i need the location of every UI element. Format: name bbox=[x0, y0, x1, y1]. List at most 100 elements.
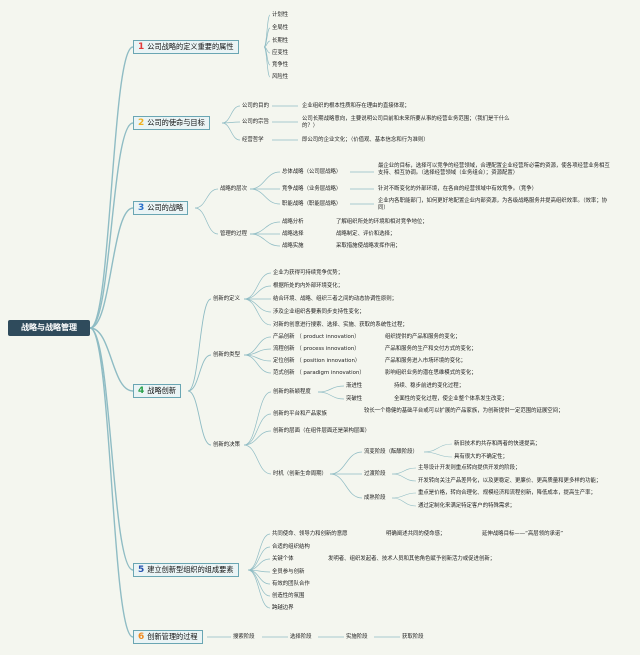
b2-item-1-label: 公司的目的 bbox=[242, 103, 269, 109]
branch-3-number: 3 bbox=[138, 203, 145, 213]
b4-s3-link-1 bbox=[391, 492, 417, 499]
b3-level-3-label: 职能战略（职能层战略） bbox=[282, 201, 342, 207]
b3-level-3-desc: 企业内各职能部门，如何更好地配置企业内部资源，为各级战略服务并提高组织效率。（效… bbox=[378, 198, 608, 211]
b5-item-3-desc: 发明者、组织发起者、技术人员和其他角色赋予创新活力或促进创新； bbox=[328, 556, 496, 562]
b4-type-3-label: 定位创新 （ position innovation） bbox=[273, 358, 361, 364]
b1-attr-3: 长期性 bbox=[272, 38, 289, 44]
b5-item-3-label: 关键个体 bbox=[272, 556, 294, 562]
root-to-branch-2 bbox=[89, 122, 134, 329]
b2-item-1-desc: 企业组织的根本性质和存在理由的直接体现； bbox=[302, 103, 410, 109]
b4-def-link bbox=[187, 298, 212, 392]
branch-4-label: 战略创新 bbox=[147, 386, 177, 395]
b4-dec-link bbox=[187, 390, 212, 446]
b1-link-1 bbox=[263, 14, 271, 48]
b4-type-2-label: 流程创新 （ process innovation） bbox=[273, 346, 360, 352]
b3-proc-2-desc: 战略制定、评价和选择； bbox=[336, 231, 396, 237]
b4-dec-item-link-3 bbox=[243, 430, 272, 446]
b5-item-5-label: 有效的团队合作 bbox=[272, 581, 310, 587]
branch-1-label: 公司战略的定义重要的属性 bbox=[147, 42, 234, 51]
b3-proc-link-3 bbox=[249, 233, 281, 247]
b5-item-1-label: 共同使命、领导力和创新的意愿 bbox=[272, 531, 348, 537]
b4-stage-2-item-1: 主导设计开发则重点转向提供开发的阶段； bbox=[418, 465, 521, 471]
b3-levels-link bbox=[194, 188, 219, 209]
b5-item-6-label: 创造性的氛围 bbox=[272, 593, 305, 599]
b4-def-item-link-5 bbox=[243, 298, 272, 326]
b4-type-item-link-4 bbox=[243, 354, 272, 374]
b4-type-link bbox=[187, 354, 212, 392]
b4-timing-label: 时机（创新生命周期） bbox=[273, 471, 327, 477]
b4-platform-label: 创新的平台和产品家族 bbox=[273, 411, 327, 417]
b5-item-2-label: 合适的组织结构 bbox=[272, 544, 310, 550]
b2-item-2-desc: 公司长期战略意向，主要说明公司目前和未来所要从事的经营业务范围；（我们是干什么的… bbox=[302, 116, 510, 129]
b5-item-4-label: 全员参与创新 bbox=[272, 569, 305, 575]
b5-link-1 bbox=[247, 533, 271, 571]
b4-dec-label: 创新的决策 bbox=[213, 442, 240, 448]
b2-link-1 bbox=[221, 105, 241, 124]
branch-5-number: 5 bbox=[138, 565, 145, 575]
b6-step-1: 搜索阶段 bbox=[233, 634, 255, 640]
b4-stage-3-label: 成熟阶段 bbox=[364, 495, 386, 501]
b3-level-2-label: 竞争战略（业务层战略） bbox=[282, 186, 342, 192]
b3-level-1-desc: 最企业的目标，选择可以竞争的经营领域，合理配置企业经营所必需的资源，使各项经营业… bbox=[378, 163, 610, 176]
branch-2-label: 公司的使命与目标 bbox=[147, 118, 205, 127]
b5-link-2 bbox=[247, 546, 271, 571]
b4-dec-item-link-4 bbox=[243, 444, 272, 475]
b4-stage-link-1 bbox=[329, 451, 363, 475]
b4-layer-label: 创新的层面（在组件层面还是架构层面） bbox=[273, 428, 371, 434]
b4-type-1-desc: 组织提供的产品和服务的变化； bbox=[385, 334, 461, 340]
b3-levels-label: 战略的层次 bbox=[220, 186, 247, 192]
b4-stage-1-label: 流变阶段（酝酿阶段） bbox=[364, 449, 418, 455]
b1-attr-4: 应变性 bbox=[272, 50, 289, 56]
b4-nov-1-desc: 持续、稳步前进的变化过程； bbox=[394, 383, 465, 389]
b4-type-1-label: 产品创新 （ product innovation） bbox=[273, 334, 360, 340]
b4-type-label: 创新的类型 bbox=[213, 352, 240, 358]
b4-stage-link-3 bbox=[329, 473, 363, 499]
b1-link-6 bbox=[263, 46, 271, 78]
b4-stage-1-item-1: 新旧技术的共存和两者的快速提高； bbox=[454, 441, 541, 447]
b4-stage-3-item-2: 通过定制化来满足特定客户的特殊需求； bbox=[418, 503, 516, 509]
root-node[interactable]: 战略与战略管理 bbox=[8, 320, 90, 336]
b2-item-3-desc: 即公司的企业文化；（价值观、基本信念和行为准则） bbox=[302, 137, 429, 143]
b5-link-7 bbox=[247, 569, 271, 609]
b4-type-3-desc: 产品和服务进入市场环境的变化； bbox=[385, 358, 466, 364]
b4-stage-2-label: 过渡阶段 bbox=[364, 471, 386, 477]
b3-level-1-label: 总体战略（公司层战略） bbox=[282, 169, 342, 175]
b4-s1-link-1 bbox=[423, 443, 453, 453]
b3-proc-3-desc: 采取措施使战略发挥作用； bbox=[336, 243, 401, 249]
root-to-branch-3 bbox=[89, 207, 134, 329]
b1-attr-5: 竞争性 bbox=[272, 62, 289, 68]
b4-stage-3-item-1: 重点是价格，转向合理化、规模经济和流程创新，降低成本，提高生产率； bbox=[418, 490, 596, 496]
b1-attr-1: 计划性 bbox=[272, 12, 289, 18]
b3-level-link-1 bbox=[249, 171, 281, 190]
b4-nov-link-1 bbox=[317, 385, 345, 393]
branch-5-label: 建立创新型组织的组成要素 bbox=[147, 565, 234, 574]
b5-link-6 bbox=[247, 569, 271, 597]
b4-nov-link-2 bbox=[317, 391, 345, 400]
b3-process-label: 管理的过程 bbox=[220, 231, 247, 237]
branch-4-number: 4 bbox=[138, 386, 145, 396]
b4-s3-link-2 bbox=[391, 497, 417, 507]
b3-proc-1-desc: 了解组织所处的环境和相对竞争地位； bbox=[336, 219, 428, 225]
b4-nov-1-label: 渐进性 bbox=[346, 383, 363, 389]
b3-proc-3-label: 战略实施 bbox=[282, 243, 304, 249]
root-to-branch-6 bbox=[89, 327, 134, 638]
b4-def-5: 对新的创意进行搜索、选择、实施、获取的系统性过程； bbox=[273, 322, 408, 328]
b4-s2-link-1 bbox=[391, 467, 417, 475]
b4-def-3: 结合环境、战略、组织三者之间的动态协调性原则； bbox=[273, 296, 397, 302]
branch-2-number: 2 bbox=[138, 118, 145, 128]
b2-item-3-label: 经营哲学 bbox=[242, 137, 264, 143]
b5-item-7-label: 跨越边界 bbox=[272, 605, 294, 611]
b2-link-3 bbox=[221, 122, 241, 141]
b4-dec-item-link-1 bbox=[243, 391, 272, 446]
b3-level-link-3 bbox=[249, 188, 281, 205]
b6-step-4: 获取阶段 bbox=[402, 634, 424, 640]
branch-1-number: 1 bbox=[138, 42, 145, 52]
root-to-branch-1 bbox=[89, 46, 134, 329]
